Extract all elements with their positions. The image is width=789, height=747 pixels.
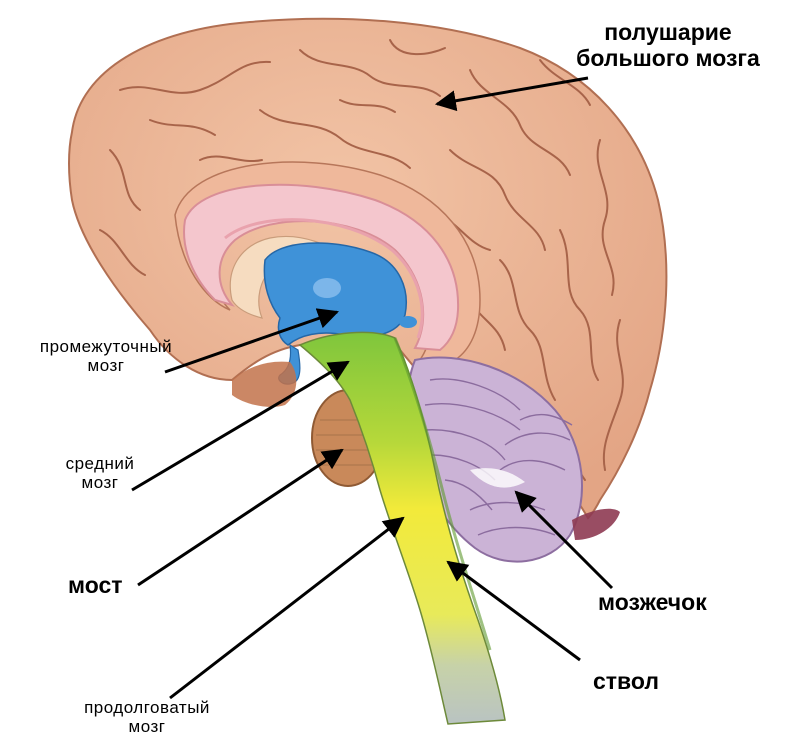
label-pons: мост [68,573,123,599]
label-cerebral-hemisphere: полушарие большого мозга [568,20,768,72]
arrow-pons [138,450,342,585]
label-cerebral-hemisphere-line2: большого мозга [568,46,768,72]
label-diencephalon: промежуточный мозг [8,337,204,375]
label-midbrain: средний мозг [40,454,160,492]
label-diencephalon-line2: мозг [8,356,204,375]
label-medulla-line1: продолговатый [52,698,242,717]
label-diencephalon-line1: промежуточный [8,337,204,356]
label-brainstem: ствол [593,669,659,695]
label-medulla: продолговатый мозг [52,698,242,736]
arrow-medulla [170,518,403,698]
label-medulla-line2: мозг [52,717,242,736]
label-cerebral-hemisphere-line1: полушарие [568,20,768,46]
label-cerebellum: мозжечок [598,590,707,616]
label-midbrain-line2: мозг [40,473,160,492]
label-midbrain-line1: средний [40,454,160,473]
